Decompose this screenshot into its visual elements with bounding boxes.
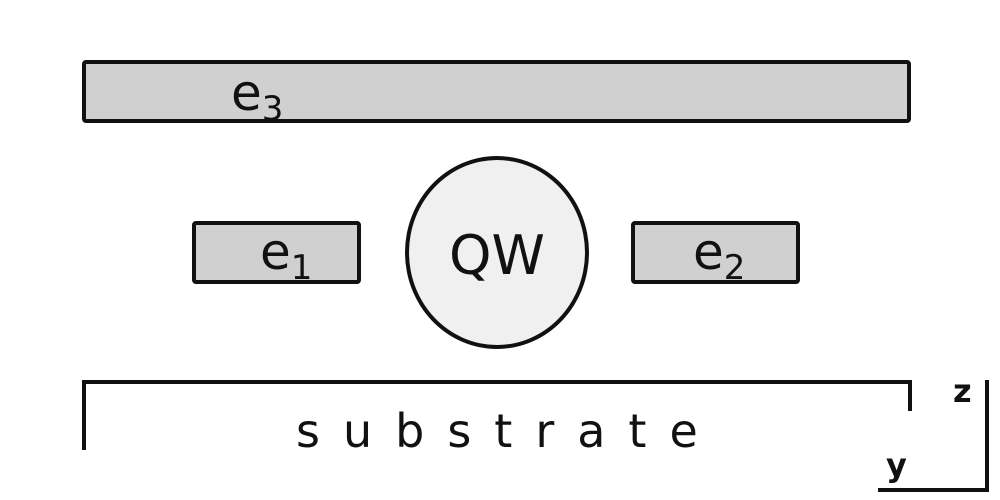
quantum-wire-label: QW: [449, 224, 545, 287]
electrode-e3: e3: [82, 60, 911, 129]
substrate-label: substrate: [296, 404, 721, 458]
electrode-e2: e2: [631, 221, 800, 288]
substrate-gap: [905, 411, 917, 451]
electrode-e3-label: e3: [231, 64, 284, 129]
electrode-e2-label: e2: [693, 223, 746, 288]
quantum-wire-circle: QW: [405, 156, 589, 349]
electrode-e1-label: e1: [260, 223, 313, 288]
y-axis-label: y: [886, 446, 907, 484]
electrode-e1: e1: [192, 221, 361, 288]
z-axis-label: z: [953, 372, 972, 410]
